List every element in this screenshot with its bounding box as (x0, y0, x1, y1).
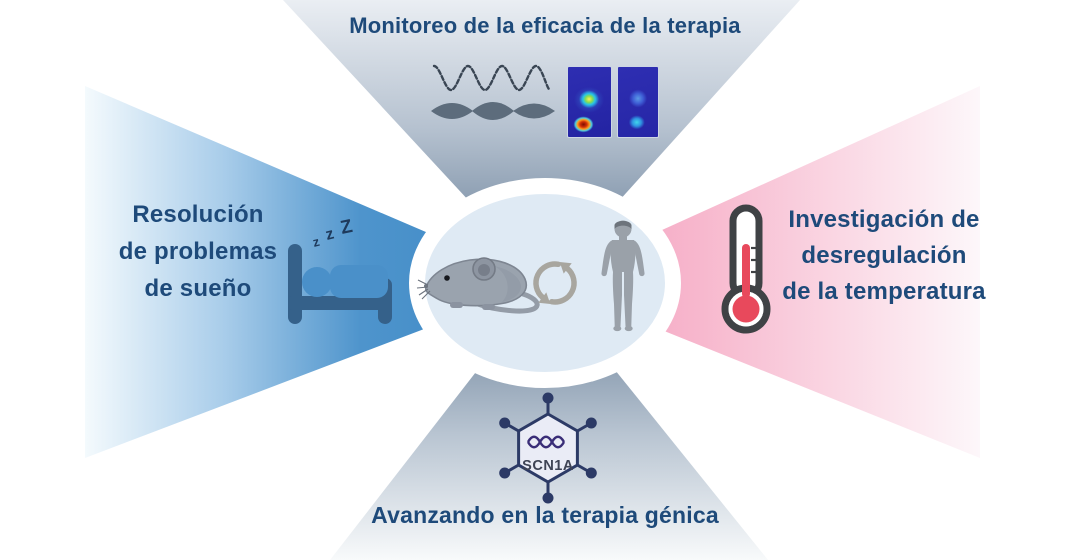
human-hair (614, 220, 632, 229)
top-section-label: Monitoreo de la eficacia de la terapia (349, 13, 741, 38)
brain-heatmap-left (567, 66, 612, 138)
gene-label: SCN1A (522, 458, 574, 474)
brain-heatmaps (567, 66, 659, 138)
ray-top (283, 0, 800, 283)
right-section-label: Investigación de desregulación de la tem… (782, 206, 986, 305)
bottom-section-label: Avanzando en la terapia génica (371, 502, 719, 528)
center-ellipse (409, 178, 681, 388)
thermometer-bulb (732, 295, 760, 323)
thermometer-ticks (751, 246, 756, 274)
translation-cycle-arrows-icon (533, 261, 577, 305)
human-leg (624, 272, 634, 329)
zzz-letter-large: Z (339, 216, 355, 239)
left-section-label: Resolución de problemas de sueño (118, 201, 278, 303)
gene-hexagon-icon: SCN1A (499, 392, 597, 504)
human-leg (612, 272, 622, 329)
sleeping-bed-icon: z z Z (288, 216, 392, 324)
sleeping-person (302, 265, 388, 298)
zzz-letter-medium: z (324, 225, 336, 243)
human-silhouette-icon (601, 220, 645, 332)
mouse-whiskers (416, 279, 431, 300)
mouse-icon (416, 257, 540, 314)
zzz-letter-small: z (311, 234, 321, 250)
thermometer-column (742, 244, 750, 298)
dna-helix-icon (526, 435, 566, 449)
eeg-spindle-wave-icon (431, 102, 555, 120)
hexagon-spoke-dots (499, 392, 597, 504)
mouse-eye (444, 275, 450, 281)
brain-heatmap-right (617, 66, 659, 138)
eeg-sine-wave-icon (432, 64, 552, 92)
thermometer-icon (721, 204, 771, 334)
human-torso (610, 240, 636, 272)
zzz-sleep-glyphs: z z Z (311, 216, 355, 250)
